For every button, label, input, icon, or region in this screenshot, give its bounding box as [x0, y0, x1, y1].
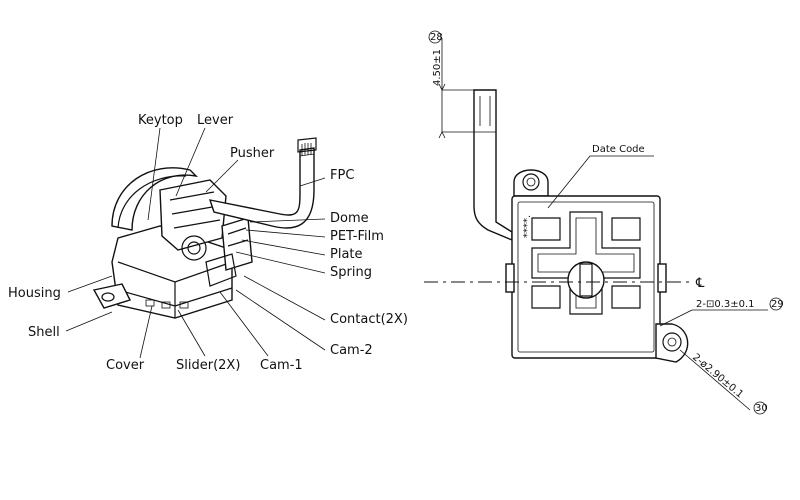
label-cam2: Cam-2	[330, 343, 373, 358]
left-labels: Keytop Lever Pusher FPC Dome PET-Film Pl…	[8, 113, 408, 373]
dim-hole-ref-circle	[753, 401, 767, 415]
bottom-ear	[655, 323, 689, 363]
label-contact: Contact(2X)	[330, 312, 408, 327]
cross-outer	[531, 211, 641, 315]
label-plate: Plate	[330, 247, 363, 262]
label-housing: Housing	[8, 286, 61, 301]
label-keytop: Keytop	[138, 113, 183, 128]
isometric-assembly	[92, 137, 317, 319]
keytop-rim	[117, 175, 187, 229]
dim-height: 4.50±1	[432, 49, 443, 86]
fpc-strip	[473, 89, 513, 242]
mounting-tab	[92, 283, 131, 309]
top-ear-hole	[522, 173, 540, 191]
contact-lines	[227, 227, 249, 247]
knob-slot	[579, 263, 593, 297]
label-fpc: FPC	[330, 168, 354, 183]
label-slider: Slider(2X)	[176, 358, 240, 373]
top-ear	[513, 169, 549, 197]
dim-thickness-ref: 29	[771, 299, 784, 310]
lever-block	[159, 179, 227, 251]
mounting-hole	[101, 292, 115, 302]
shell-band	[117, 287, 233, 307]
label-spring: Spring	[330, 265, 372, 280]
label-pet-film: PET-Film	[330, 229, 384, 244]
label-pusher: Pusher	[230, 146, 275, 161]
dim-thickness: 2-⊡0.3±0.1	[696, 299, 755, 310]
date-code-mark: ****.	[522, 215, 533, 238]
contact-plate	[221, 217, 253, 271]
window-2	[161, 301, 171, 309]
slider-block	[205, 253, 237, 287]
leader-lines	[65, 127, 326, 359]
centerline-symbol: ℄	[695, 276, 705, 291]
bottom-ear-hole	[662, 332, 682, 352]
center-knob	[567, 261, 605, 299]
label-cover: Cover	[106, 358, 145, 373]
label-lever: Lever	[197, 113, 234, 128]
corner-pads	[531, 217, 641, 309]
cross-inner	[537, 217, 635, 309]
fpc-tip	[297, 137, 317, 153]
label-shell: Shell	[28, 325, 60, 340]
top-view: 4.50±1 28 ****. Date Code	[424, 30, 784, 415]
label-cam1: Cam-1	[260, 358, 303, 373]
dim-height-ref-circle	[428, 30, 442, 44]
dim-thickness-ref-circle	[769, 297, 783, 311]
date-code-label: Date Code	[592, 144, 645, 155]
mechanism-detail	[169, 191, 221, 229]
dim-hole-ref: 30	[755, 403, 768, 414]
window-3	[179, 301, 189, 309]
label-dome: Dome	[330, 211, 369, 226]
window-1	[145, 299, 155, 307]
cam-disc	[181, 235, 207, 261]
fpc-ribbon	[208, 147, 315, 229]
dim-hole: 2-ø2.90±0.1	[690, 352, 745, 401]
cam-hub	[187, 241, 201, 255]
dim-height-ref: 28	[430, 32, 443, 43]
housing-body	[111, 225, 233, 319]
keytop-cap	[111, 167, 199, 231]
